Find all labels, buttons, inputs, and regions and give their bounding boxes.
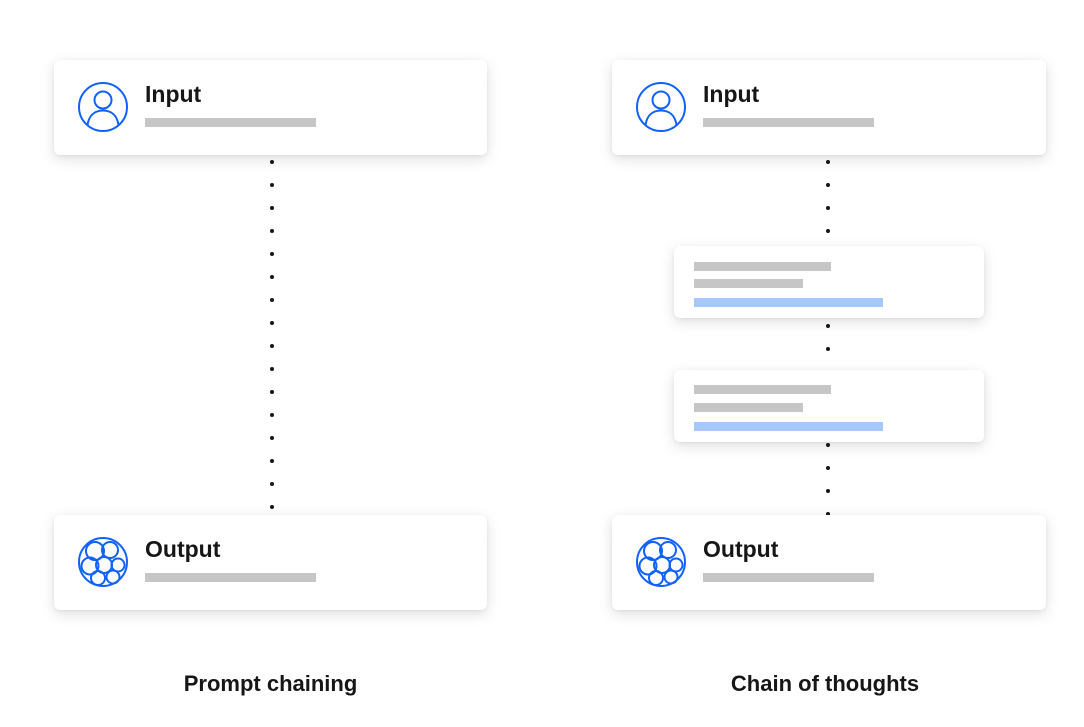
dotted-connector	[826, 443, 830, 518]
input-text-placeholder	[145, 118, 316, 127]
chain-of-thoughts-caption: Chain of thoughts	[730, 671, 920, 696]
thought-card	[674, 246, 984, 318]
thought-highlight-placeholder	[694, 298, 883, 307]
input-card: Input	[54, 60, 487, 155]
bubbles-icon	[78, 537, 128, 587]
output-card: Output	[54, 515, 487, 610]
thought-line-placeholder	[694, 262, 831, 271]
user-icon	[78, 82, 128, 132]
thought-line-placeholder	[694, 385, 831, 394]
thought-line-placeholder	[694, 403, 803, 412]
input-title: Input	[145, 81, 202, 107]
output-title: Output	[703, 536, 779, 562]
output-text-placeholder	[703, 573, 874, 582]
user-icon	[636, 82, 686, 132]
input-title: Input	[703, 81, 760, 107]
bubbles-icon	[636, 537, 686, 587]
thought-line-placeholder	[694, 279, 803, 288]
output-card: Output	[612, 515, 1046, 610]
dotted-connector	[270, 160, 274, 515]
thought-highlight-placeholder	[694, 422, 883, 431]
dotted-connector	[826, 324, 830, 354]
input-text-placeholder	[703, 118, 874, 127]
output-text-placeholder	[145, 573, 316, 582]
dotted-connector	[826, 160, 830, 240]
prompt-chaining-caption: Prompt chaining	[183, 671, 358, 696]
thought-card	[674, 370, 984, 442]
input-card: Input	[612, 60, 1046, 155]
output-title: Output	[145, 536, 221, 562]
